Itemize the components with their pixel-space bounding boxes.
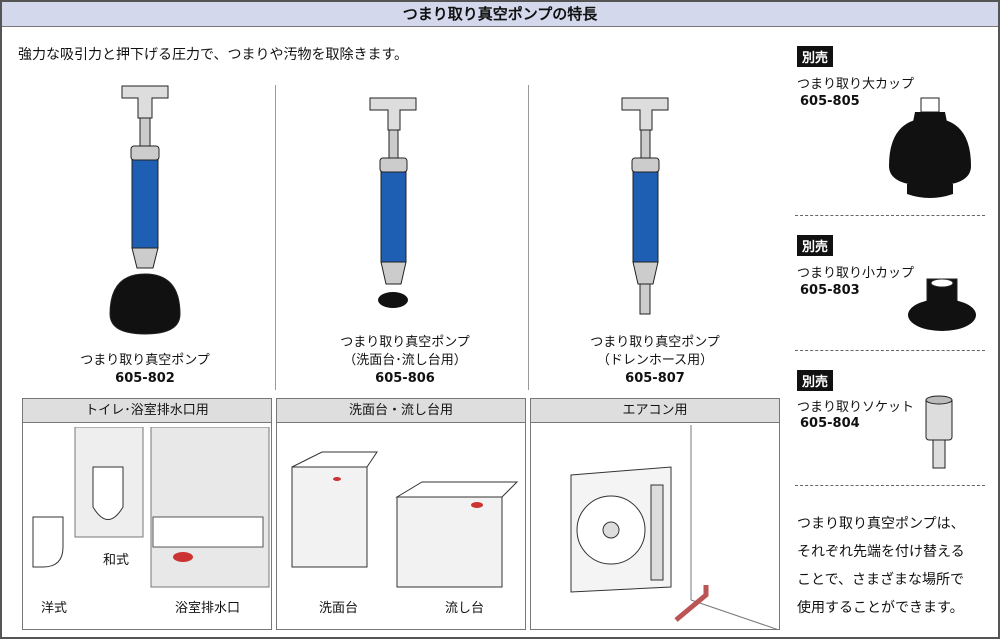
option-code: 605-805 <box>800 94 860 109</box>
panel-sink: 洗面台・流し台用 洗面台 流し台 <box>276 398 526 630</box>
product-use: （ドレンホース用） <box>596 353 714 368</box>
product-code: 605-806 <box>375 371 435 386</box>
product-caption: つまり取り真空ポンプ （ドレンホース用） 605-807 <box>550 334 760 388</box>
option-code: 605-803 <box>800 283 860 298</box>
product-name: つまり取り真空ポンプ <box>340 335 470 350</box>
sold-separately-badge: 別売 <box>797 370 834 391</box>
large-cup-image <box>889 97 971 198</box>
label-kitchen-sink: 流し台 <box>445 601 485 616</box>
sink-illustration <box>291 451 519 588</box>
product-code: 605-807 <box>625 371 685 386</box>
toilet-bath-illustration <box>32 427 270 588</box>
label-western-toilet: 洋式 <box>41 601 68 616</box>
lead-text: 強力な吸引力と押下げる圧力で、つまりや汚物を取除きます。 <box>18 47 409 63</box>
aircon-illustration <box>570 425 779 630</box>
pump-large-cup-image <box>109 85 181 335</box>
divider <box>528 85 529 390</box>
note-text: つまり取り真空ポンプは、 それぞれ先端を付け替える ことで、さまざまな場所で 使… <box>797 510 965 622</box>
product-caption: つまり取り真空ポンプ 605-802 <box>40 352 250 388</box>
product-name: つまり取り真空ポンプ <box>590 335 720 350</box>
option-code: 605-804 <box>800 416 860 431</box>
note-line: 使用することができます。 <box>797 600 964 616</box>
small-cup-image <box>908 278 976 331</box>
dashed-divider <box>795 485 985 486</box>
note-line: それぞれ先端を付け替える <box>797 544 965 560</box>
panel-toilet-bath: トイレ･浴室排水口用 和式 洋式 浴室排水口 <box>22 398 272 630</box>
socket-image <box>925 395 953 469</box>
product-name: つまり取り真空ポンプ <box>80 353 210 368</box>
option-name: つまり取りソケット <box>797 400 915 415</box>
note-line: ことで、さまざまな場所で <box>797 572 965 588</box>
sold-separately-badge: 別売 <box>797 46 834 67</box>
option-name: つまり取り大カップ <box>797 77 915 92</box>
divider <box>275 85 276 390</box>
product-caption: つまり取り真空ポンプ （洗面台･流し台用） 605-806 <box>300 334 510 388</box>
panel-title: エアコン用 <box>531 399 779 423</box>
option-name: つまり取り小カップ <box>797 266 915 281</box>
page-title: つまり取り真空ポンプの特長 <box>2 2 998 27</box>
pump-drain-hose-image <box>621 97 669 315</box>
panel-aircon: エアコン用 <box>530 398 780 630</box>
label-japanese-toilet: 和式 <box>103 553 130 568</box>
label-bath-drain: 浴室排水口 <box>175 601 241 616</box>
note-line: つまり取り真空ポンプは、 <box>797 516 965 532</box>
product-code: 605-802 <box>115 371 175 386</box>
panel-title: 洗面台・流し台用 <box>277 399 525 423</box>
product-use: （洗面台･流し台用） <box>343 353 467 368</box>
dashed-divider <box>795 350 985 351</box>
pump-sink-image <box>369 97 417 308</box>
dashed-divider <box>795 215 985 216</box>
sold-separately-badge: 別売 <box>797 235 834 256</box>
panel-title: トイレ･浴室排水口用 <box>23 399 271 423</box>
label-washbasin: 洗面台 <box>319 601 359 616</box>
